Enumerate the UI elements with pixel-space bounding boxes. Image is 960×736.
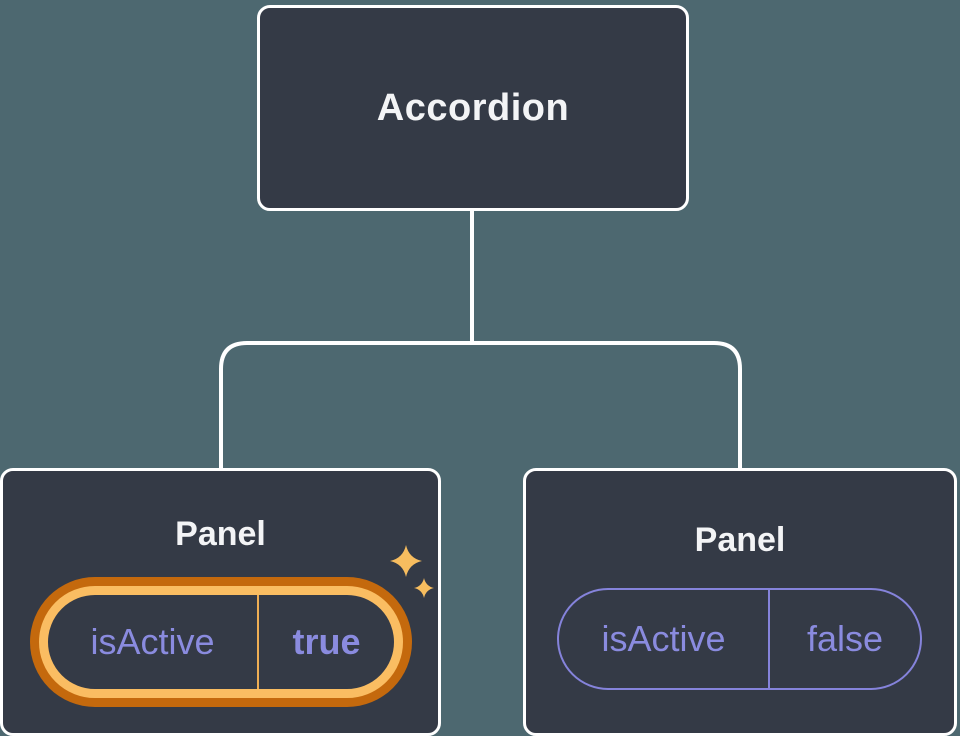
sparkles-decoration (390, 545, 434, 598)
state-value: true (292, 621, 361, 662)
sparkle-icon-small (414, 578, 434, 598)
state-name: isActive (90, 621, 215, 662)
state-name: isActive (601, 618, 726, 659)
state-pill-active: isActive true (39, 586, 403, 698)
panel-node-inactive: Panel isActive false (523, 468, 957, 736)
state-pill-inactive: isActive false (557, 588, 922, 690)
panel-label: Panel (175, 515, 266, 553)
accordion-label: Accordion (376, 86, 570, 129)
pill-divider (257, 595, 259, 689)
accordion-node: Accordion (257, 5, 689, 211)
sparkle-icon-large (390, 545, 422, 577)
panel-node-active: Panel isActive true (0, 468, 441, 736)
pill-divider (768, 590, 770, 688)
panel-label: Panel (694, 521, 786, 559)
state-value: false (806, 618, 884, 659)
